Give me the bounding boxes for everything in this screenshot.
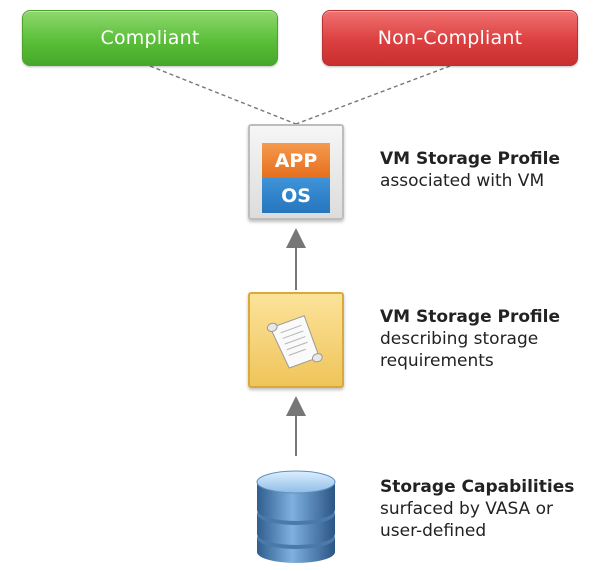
storage-caption-line-1: surfaced by VASA or — [380, 499, 553, 519]
vm-caption-title: VM Storage Profile — [380, 149, 560, 169]
profile-caption: VM Storage Profile describing storage re… — [380, 306, 595, 372]
dashed-line-non-compliant — [295, 65, 451, 125]
non-compliant-status: Non-Compliant — [322, 10, 578, 66]
profile-caption-title: VM Storage Profile — [380, 307, 560, 327]
storage-caption: Storage Capabilities surfaced by VASA or… — [380, 476, 595, 542]
scroll-icon — [266, 315, 323, 369]
storage-profile-box — [248, 292, 344, 388]
profile-caption-line-2: requirements — [380, 351, 494, 371]
vm-icon: APP OS — [248, 124, 344, 220]
os-layer: OS — [262, 178, 330, 213]
compliant-status: Compliant — [22, 10, 278, 66]
vm-caption-line: associated with VM — [380, 171, 545, 191]
vm-caption: VM Storage Profile associated with VM — [380, 148, 595, 192]
database-icon — [256, 470, 336, 563]
profile-caption-line-1: describing storage — [380, 329, 539, 349]
storage-caption-title: Storage Capabilities — [380, 477, 575, 497]
storage-caption-line-2: user-defined — [380, 521, 487, 541]
dashed-line-compliant — [149, 65, 297, 125]
app-layer: APP — [262, 143, 330, 178]
